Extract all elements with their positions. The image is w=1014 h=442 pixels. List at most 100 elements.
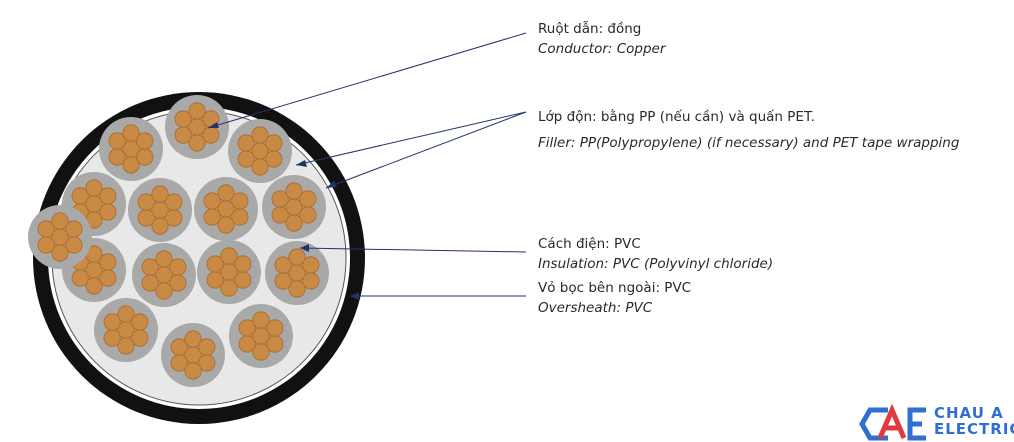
logo-mark-c [859,407,888,441]
filler-label-vi: Lớp độn: bằng PP (nếu cần) và quấn PET. [538,109,815,125]
copper-strand [65,220,83,238]
copper-strand [99,253,117,271]
copper-strand [155,250,173,268]
insulation-label-vi: Cách điện: PVC [538,236,641,252]
copper-strand [220,247,238,265]
insulated-core [197,240,261,304]
copper-strand [237,150,255,168]
copper-strand [198,338,216,356]
oversheath-label-vi: Vỏ bọc bên ngoài: PVC [538,280,692,296]
copper-strand [234,255,252,273]
copper-strand [274,272,292,290]
copper-strand [155,282,173,300]
copper-strand [238,319,256,337]
copper-strand [51,244,69,262]
filler-leader-line-2 [325,111,527,189]
copper-strand [37,236,55,254]
insulated-core [161,323,225,387]
copper-strand [170,354,188,372]
insulated-core [262,175,326,239]
copper-strand [117,305,135,323]
conductor-leader-line [207,32,527,129]
copper-strand [188,102,206,120]
cores-group [28,95,329,387]
copper-strand [165,193,183,211]
copper-strand [103,313,121,331]
copper-strand [231,192,249,210]
copper-strand [85,277,103,295]
copper-strand [252,311,270,329]
copper-strand [122,124,140,142]
oversheath-arrowhead [350,292,359,300]
copper-strand [188,134,206,152]
copper-strand [271,206,289,224]
insulated-core [228,119,292,183]
insulated-core [229,304,293,368]
copper-strand [117,337,135,355]
insulation-label-en: Insulation: PVC (Polyvinyl chloride) [538,256,774,272]
insulated-core [165,95,229,159]
logo-text: CHAU A ELECTRIC [934,405,1014,437]
filler-arrowhead-1 [296,160,307,167]
logo-line-1: CHAU A [934,404,1004,422]
copper-strand [137,193,155,211]
copper-strand [206,255,224,273]
insulation-label: Cách điện: PVC Insulation: PVC (Polyviny… [538,234,773,274]
copper-strand [71,269,89,287]
copper-strand [103,329,121,347]
insulation-arrowhead [300,244,309,252]
copper-strand [184,362,202,380]
copper-strand [265,134,283,152]
copper-strand [99,187,117,205]
filler-label: Lớp độn: bằng PP (nếu cần) và quấn PET. … [538,107,959,153]
insulated-core [99,117,163,181]
insulated-core [28,205,92,269]
copper-strand [237,134,255,152]
leader-lines [207,32,527,297]
copper-strand [51,212,69,230]
copper-strand [285,182,303,200]
copper-strand [217,216,235,234]
filler-arrowhead-2 [326,181,337,188]
copper-strand [251,126,269,144]
insulated-core [132,243,196,307]
copper-strand [85,179,103,197]
conductor-arrowhead [208,122,219,128]
copper-strand [217,184,235,202]
copper-strand [137,209,155,227]
oversheath-label: Vỏ bọc bên ngoài: PVC Oversheath: PVC [538,278,691,318]
filler-leader-line-1 [295,111,527,166]
copper-strand [169,258,187,276]
copper-strand [141,274,159,292]
copper-strand [271,190,289,208]
logo-mark-a [877,403,907,439]
copper-strand [206,271,224,289]
copper-strand [238,335,256,353]
copper-strand [288,248,306,266]
copper-strand [203,192,221,210]
copper-strand [151,185,169,203]
logo-line-2: ELECTRIC [934,420,1014,438]
copper-strand [108,132,126,150]
chau-a-electric-logo [859,403,926,441]
logo-mark-e [907,407,926,441]
conductor-label-vi: Ruột dẫn: đồng [538,21,642,37]
cable-cross-section [28,92,365,424]
copper-strand [141,258,159,276]
arrowheads [208,122,359,300]
copper-strand [299,190,317,208]
copper-strand [71,187,89,205]
copper-strand [252,343,270,361]
copper-strand [285,214,303,232]
insulated-core [94,298,158,362]
copper-strand [174,126,192,144]
copper-strand [274,256,292,274]
oversheath-label-en: Oversheath: PVC [538,300,653,316]
insulated-core [128,178,192,242]
insulated-core [194,177,258,241]
copper-strand [174,110,192,128]
conductor-label-en: Conductor: Copper [538,41,666,57]
filler-label-en: Filler: PP(Polypropylene) (if necessary)… [538,135,960,151]
copper-strand [136,132,154,150]
